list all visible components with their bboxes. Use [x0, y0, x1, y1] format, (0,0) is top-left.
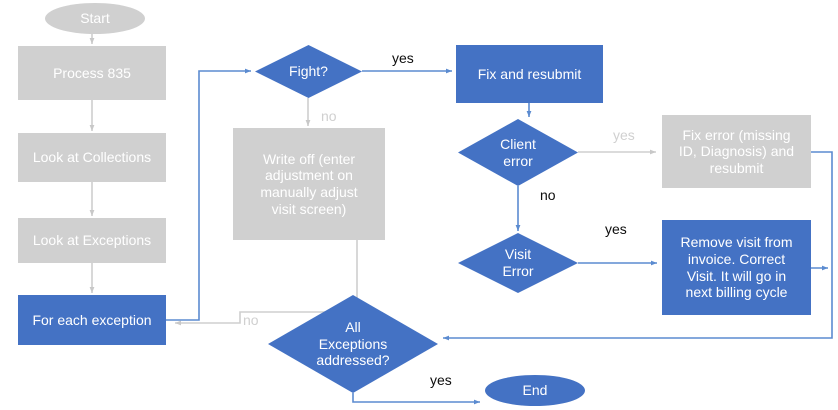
- node-for-each-exception-label: For each exception: [32, 311, 152, 328]
- edge-label-client-error-no: no: [540, 187, 556, 203]
- node-start-label: Start: [80, 10, 110, 27]
- edge-label-all-exceptions-no: no: [243, 312, 259, 328]
- node-end-label: End: [522, 382, 548, 399]
- node-fix-and-resubmit-label: Fix and resubmit: [477, 65, 582, 82]
- node-write-off[interactable]: Write off (enter adjustment on manually …: [233, 128, 385, 240]
- node-write-off-label: Write off (enter adjustment on manually …: [260, 150, 358, 217]
- edge-alldone-yes-to-end: [352, 393, 480, 405]
- node-fix-error-label: Fix error (missing ID, Diagnosis) and re…: [678, 126, 795, 176]
- node-client-error-decision-label: Client error: [500, 135, 536, 169]
- node-visit-error-decision-label: Visit Error: [502, 246, 534, 279]
- node-fight-decision-label: Fight?: [289, 63, 328, 80]
- edge-label-client-error-yes: yes: [613, 127, 635, 143]
- node-fix-error[interactable]: Fix error (missing ID, Diagnosis) and re…: [662, 115, 811, 188]
- node-fight-decision[interactable]: Fight?: [255, 45, 362, 98]
- node-process-835[interactable]: Process 835: [18, 46, 166, 100]
- node-client-error-decision[interactable]: Client error: [458, 119, 578, 186]
- node-process-835-label: Process 835: [53, 64, 131, 81]
- node-look-at-collections[interactable]: Look at Collections: [18, 133, 166, 182]
- node-start[interactable]: Start: [45, 3, 145, 34]
- node-remove-visit[interactable]: Remove visit from invoice. Correct Visit…: [662, 220, 811, 315]
- node-end[interactable]: End: [485, 375, 585, 406]
- edge-label-fight-no: no: [321, 108, 337, 124]
- node-visit-error-decision[interactable]: Visit Error: [458, 233, 578, 293]
- node-fix-and-resubmit[interactable]: Fix and resubmit: [456, 45, 603, 103]
- edge-label-all-exceptions-yes: yes: [430, 372, 452, 388]
- node-look-at-exceptions[interactable]: Look at Exceptions: [18, 218, 166, 263]
- node-remove-visit-label: Remove visit from invoice. Correct Visit…: [680, 234, 793, 301]
- node-all-exceptions-addressed-decision-label: All Exceptions addressed?: [316, 319, 390, 369]
- node-all-exceptions-addressed-decision[interactable]: All Exceptions addressed?: [268, 295, 438, 393]
- node-for-each-exception[interactable]: For each exception: [18, 295, 166, 345]
- node-look-at-exceptions-label: Look at Exceptions: [32, 232, 152, 249]
- edge-label-fight-yes: yes: [392, 50, 414, 66]
- edge-label-visit-error-yes: yes: [605, 221, 627, 237]
- node-look-at-collections-label: Look at Collections: [32, 149, 152, 166]
